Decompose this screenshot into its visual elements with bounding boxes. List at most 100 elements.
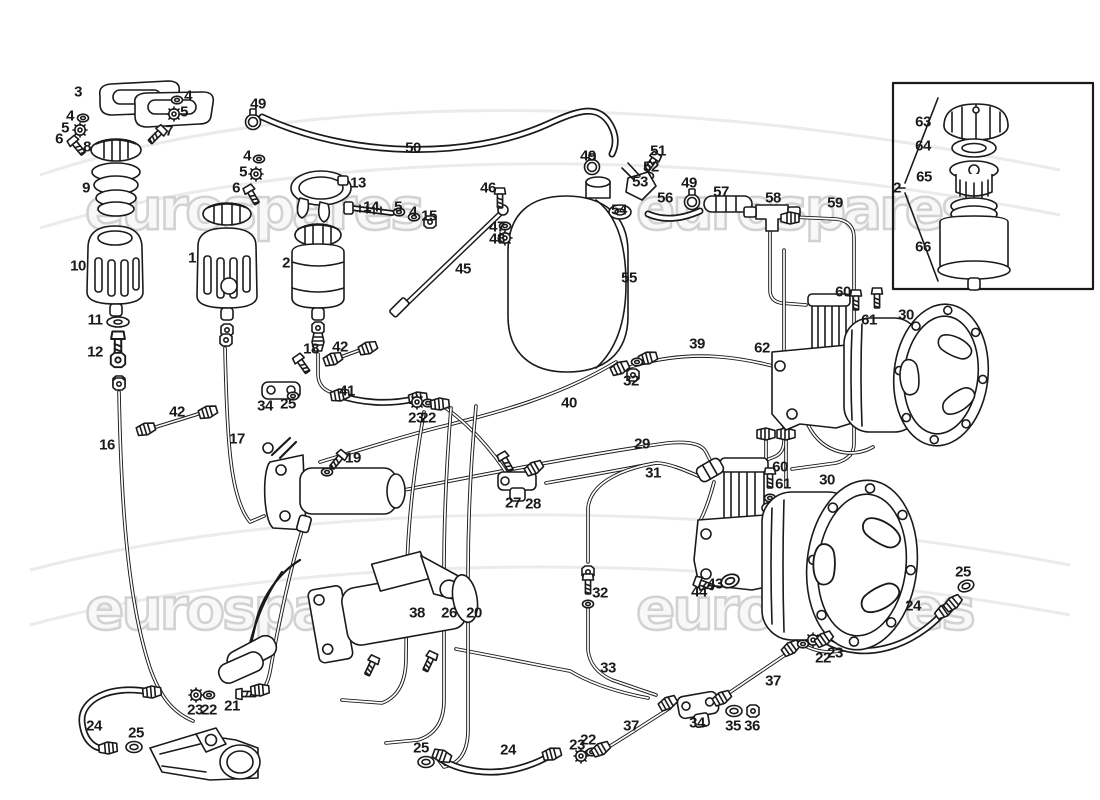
pedals	[217, 558, 302, 685]
part-callout-45: 45	[455, 260, 471, 278]
reservoir-cap-and-bellows	[90, 138, 142, 217]
part-callout-38: 38	[409, 604, 425, 622]
part-callout-24: 24	[905, 597, 921, 615]
part-callout-24: 24	[500, 741, 516, 759]
part-callout-22: 22	[815, 649, 831, 667]
part-callout-4: 4	[184, 87, 192, 105]
part-callout-8: 8	[83, 138, 91, 156]
part-callout-9: 9	[82, 179, 90, 197]
part-callout-24: 24	[86, 717, 102, 735]
inset-filter-65	[949, 160, 999, 200]
part-callout-25: 25	[128, 724, 144, 742]
part-callout-44: 44	[691, 583, 707, 601]
part-callout-32: 32	[592, 584, 608, 602]
part-callout-66: 66	[915, 238, 931, 256]
part-callout-46: 46	[480, 179, 496, 197]
hose-piece-57	[703, 195, 753, 213]
part-callout-30: 30	[819, 471, 835, 489]
part-callout-50: 50	[405, 139, 421, 157]
part-callout-16: 16	[99, 436, 115, 454]
part-callout-60: 60	[772, 458, 788, 476]
inset-box-reservoir-detail	[891, 81, 1095, 291]
part-callout-25: 25	[280, 395, 296, 413]
part-callout-29: 29	[634, 435, 650, 453]
part-callout-19: 19	[345, 449, 361, 467]
part-callout-2: 2	[282, 254, 290, 272]
inset-cap-63	[943, 103, 1009, 141]
part-callout-49: 49	[580, 147, 596, 165]
part-callout-5: 5	[394, 198, 402, 216]
part-callout-61: 61	[861, 311, 877, 329]
part-callout-47: 47	[489, 218, 505, 236]
vacuum-tank	[507, 176, 629, 373]
fluid-reservoir-2	[291, 223, 345, 352]
part-callout-34: 34	[689, 714, 705, 732]
part-callout-58: 58	[765, 189, 781, 207]
part-callout-25: 25	[413, 739, 429, 757]
part-callout-4: 4	[409, 203, 417, 221]
part-callout-10: 10	[70, 257, 86, 275]
part-callout-49: 49	[250, 95, 266, 113]
part-callout-20: 20	[466, 604, 482, 622]
part-callout-5: 5	[61, 119, 69, 137]
part-callout-21: 21	[224, 697, 240, 715]
part-callout-41: 41	[339, 382, 355, 400]
fluid-reservoir-10	[86, 225, 144, 328]
part-callout-22: 22	[580, 731, 596, 749]
part-callout-6: 6	[55, 130, 63, 148]
band-clamp-13	[290, 170, 437, 229]
clutch-slave-cylinder	[149, 727, 261, 781]
part-callout-42: 42	[332, 338, 348, 356]
part-callout-14: 14	[363, 198, 379, 216]
banjo-fitting-53	[621, 162, 657, 201]
part-callout-31: 31	[645, 464, 661, 482]
part-callout-60: 60	[835, 283, 851, 301]
clutch-master-cylinder	[262, 436, 406, 534]
part-callout-62: 62	[754, 339, 770, 357]
part-callout-30: 30	[898, 306, 914, 324]
part-callout-18: 18	[303, 340, 319, 358]
brake-booster-upper	[771, 287, 990, 447]
part-callout-65: 65	[916, 168, 932, 186]
part-callout-37: 37	[765, 672, 781, 690]
part-callout-35: 35	[725, 717, 741, 735]
part-callout-28: 28	[525, 495, 541, 513]
part-callout-34: 34	[257, 397, 273, 415]
part-callout-53: 53	[632, 173, 648, 191]
part-callout-23: 23	[569, 736, 585, 754]
part-callout-5: 5	[239, 163, 247, 181]
part-callout-17: 17	[229, 430, 245, 448]
part-callout-48: 48	[489, 230, 505, 248]
part-callout-7: 7	[165, 122, 173, 140]
part-callout-61: 61	[775, 475, 791, 493]
part-callout-40: 40	[561, 394, 577, 412]
part-callout-26: 26	[441, 604, 457, 622]
part-callout-1: 1	[188, 249, 196, 267]
part-callout-54: 54	[611, 201, 627, 219]
part-callout-37: 37	[623, 717, 639, 735]
part-callout-43: 43	[707, 575, 723, 593]
part-callout-59: 59	[827, 194, 843, 212]
part-callout-56: 56	[657, 189, 673, 207]
tee-block-34-lower	[676, 690, 720, 729]
part-callout-5: 5	[180, 103, 188, 121]
clamp-bolt-14	[343, 201, 395, 216]
fluid-reservoir-1	[196, 202, 258, 347]
part-callout-4: 4	[243, 147, 251, 165]
part-callout-64: 64	[915, 137, 931, 155]
inset-reservoir-66	[937, 197, 1011, 291]
part-callout-39: 39	[689, 335, 705, 353]
check-valve-and-junctions	[495, 449, 725, 609]
part-callout-57: 57	[713, 183, 729, 201]
part-callout-63: 63	[915, 113, 931, 131]
part-callout-3: 3	[74, 83, 82, 101]
part-callout-32: 32	[623, 372, 639, 390]
part-callout-49: 49	[681, 174, 697, 192]
part-callout-27: 27	[505, 494, 521, 512]
part-callout-11: 11	[87, 311, 103, 329]
brake-booster-lower	[691, 457, 919, 651]
brake-master-cylinder	[307, 550, 479, 679]
